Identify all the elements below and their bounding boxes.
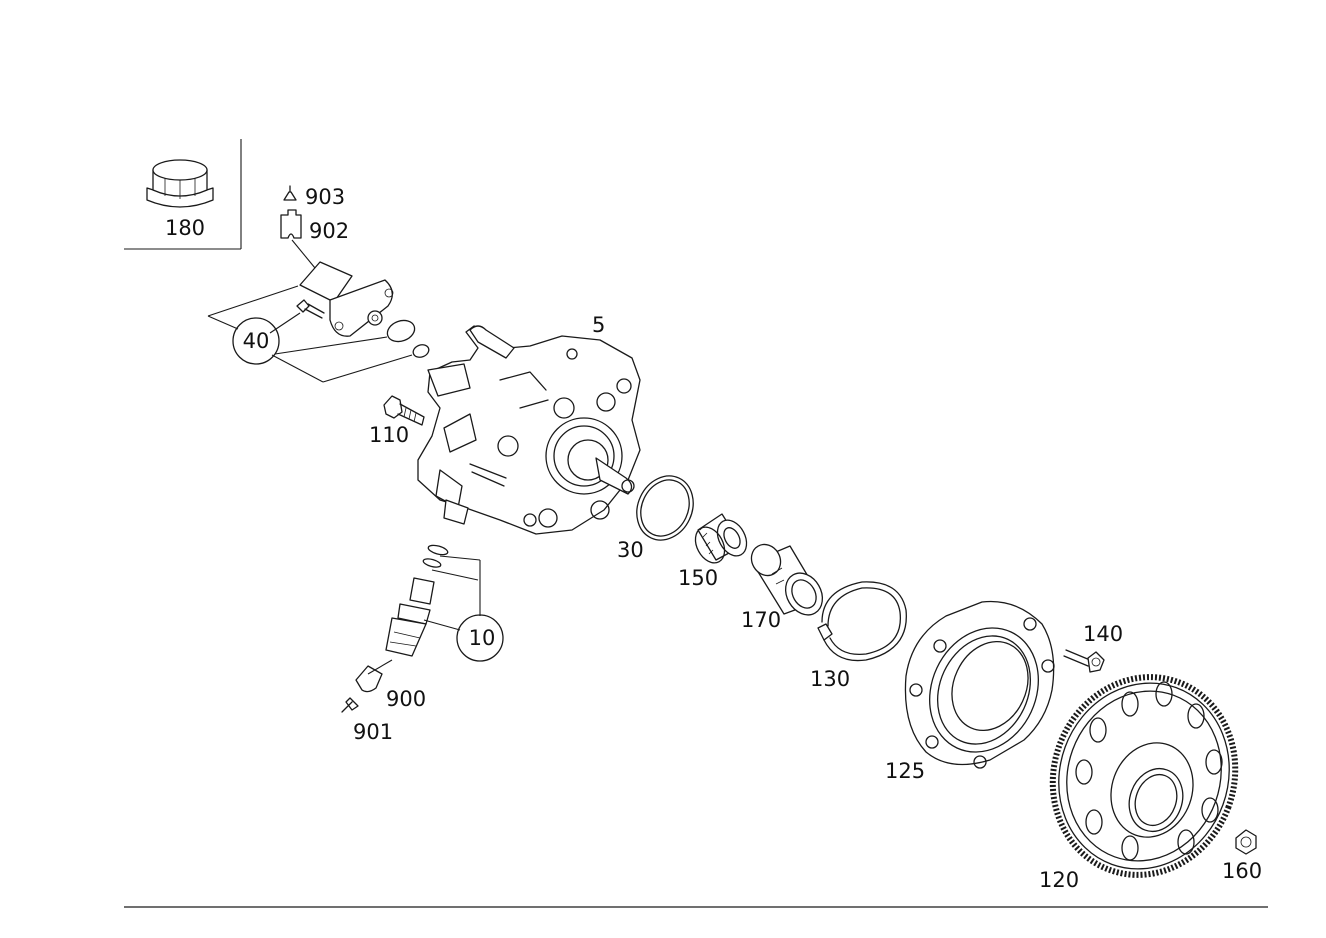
label-110: 110	[369, 423, 409, 447]
connector-housing-icon	[280, 209, 302, 239]
label-180: 180	[165, 216, 205, 240]
label-900: 900	[386, 687, 426, 711]
o-ring-icon	[386, 319, 430, 358]
metering-valve-icon	[299, 261, 394, 337]
o-ring-30-icon	[636, 475, 694, 541]
label-160: 160	[1222, 859, 1262, 883]
connector-900-icon	[355, 665, 383, 693]
screw-icon	[296, 299, 325, 319]
label-901: 901	[353, 720, 393, 744]
kit-10-leaders	[423, 555, 481, 631]
label-40: 40	[243, 329, 270, 353]
nut-160-icon	[1235, 829, 1257, 855]
pressure-sensor-icon	[385, 577, 435, 657]
drive-gear-120-icon	[1049, 674, 1239, 878]
label-903: 903	[305, 185, 345, 209]
bolt-110-icon	[383, 395, 425, 426]
label-170: 170	[741, 608, 781, 632]
label-140: 140	[1083, 622, 1123, 646]
kit-10-callout	[456, 614, 504, 662]
label-30: 30	[617, 538, 644, 562]
kit-40-leaders	[207, 285, 413, 383]
bearing-flange-125-icon	[904, 600, 1055, 769]
label-10: 10	[469, 626, 496, 650]
inset-box-180	[124, 139, 242, 250]
sensor-seal-icon	[422, 544, 449, 568]
label-130: 130	[810, 667, 850, 691]
label-120: 120	[1039, 868, 1079, 892]
kit-40-callout	[232, 317, 280, 365]
label-150: 150	[678, 566, 718, 590]
label-125: 125	[885, 759, 925, 783]
pin-901-icon	[341, 697, 359, 713]
high-pressure-pump-icon	[417, 325, 641, 535]
snap-ring-130-icon	[817, 581, 907, 662]
label-902: 902	[309, 219, 349, 243]
cap-icon	[146, 159, 214, 208]
label-5: 5	[592, 313, 605, 337]
bolt-140-icon	[1063, 649, 1105, 673]
splined-hub-150-icon	[694, 513, 748, 564]
coupling-sleeve-170-icon	[750, 543, 824, 616]
pin-terminal-icon	[283, 185, 297, 201]
